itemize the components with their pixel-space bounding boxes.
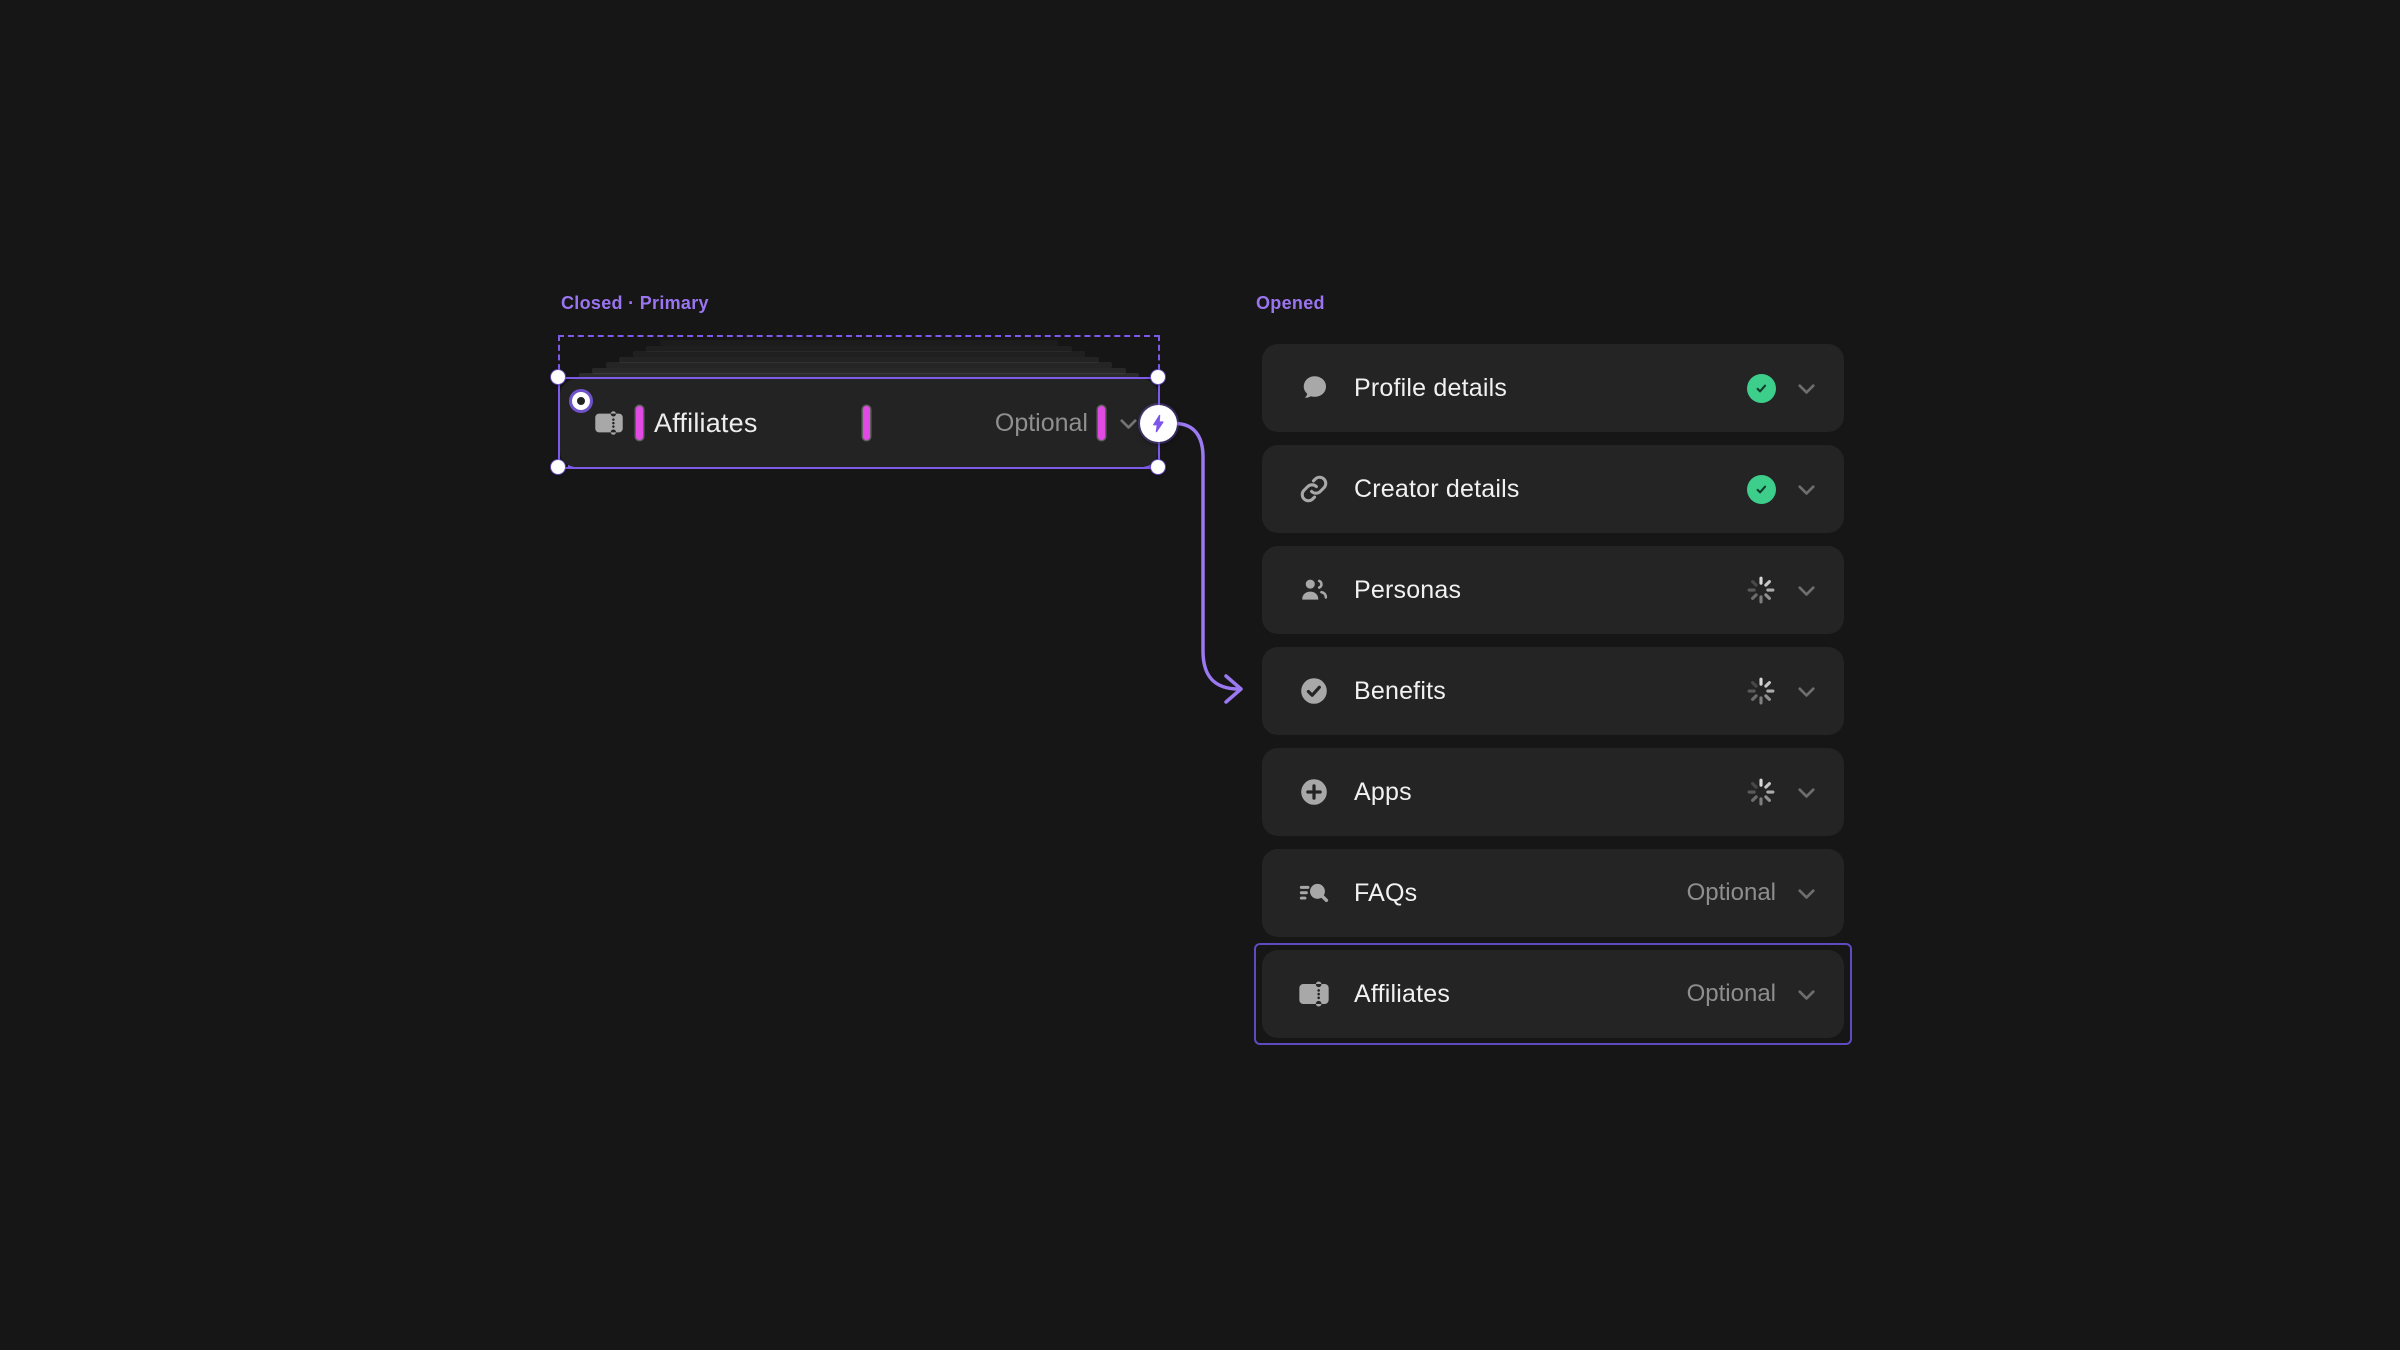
chevron-down-icon[interactable] [1793,981,1820,1008]
accordion-row-affiliates[interactable]: Affiliates Optional [1254,943,1852,1045]
row-label: Apps [1354,777,1412,806]
chevron-down-icon[interactable] [1793,880,1820,907]
text-cursor-bar [636,406,643,440]
row-label: Affiliates [1354,979,1451,1008]
row-label: FAQs [1354,878,1418,907]
ghost-stack [560,340,1158,380]
prototype-flow-arrow [1173,421,1243,704]
closed-accordion-card[interactable]: Affiliates Optional [560,379,1158,467]
row-label: Personas [1354,575,1462,604]
component-prop-dot[interactable] [572,392,590,410]
lightning-bolt-icon [1148,413,1169,434]
accordion-row-creator-details[interactable]: Creator details [1262,445,1844,533]
chevron-down-icon[interactable] [1115,410,1142,437]
row-label: Profile details [1354,373,1508,402]
row-label: Benefits [1354,676,1446,705]
chevron-down-icon[interactable] [1793,779,1820,806]
row-label: Creator details [1354,474,1520,503]
complete-check-icon [1747,373,1776,403]
accordion-rows: Profile details Creator details [1254,344,1852,1051]
selection-handle-bottom-left[interactable] [551,460,565,474]
opened-variant-label: Opened [1256,293,1325,313]
loading-spinner-icon [1746,777,1776,807]
selection-handle-bottom-right[interactable] [1151,460,1165,474]
complete-check-icon [1747,474,1776,504]
chevron-down-icon[interactable] [1793,678,1820,705]
chevron-down-icon[interactable] [1793,476,1820,503]
ticket-icon [594,408,624,438]
optional-badge-text: Optional [1686,879,1776,906]
text-cursor-bar [1098,406,1105,440]
accordion-row-profile-details[interactable]: Profile details [1262,344,1844,432]
selection-handle-top-left[interactable] [551,370,565,384]
plus-circle-icon [1298,776,1330,808]
accordion-row-apps[interactable]: Apps [1262,748,1844,836]
optional-badge-text: Optional [994,408,1088,437]
check-circle-icon [1298,675,1330,707]
loading-spinner-icon [1746,575,1776,605]
chevron-down-icon[interactable] [1793,375,1820,402]
accordion-row-benefits[interactable]: Benefits [1262,647,1844,735]
optional-badge-text: Optional [1686,980,1776,1007]
chat-bubble-icon [1298,372,1330,404]
accordion-row-personas[interactable]: Personas [1262,546,1844,634]
interaction-bolt-badge[interactable] [1140,405,1177,442]
chevron-down-icon[interactable] [1793,577,1820,604]
ticket-icon [1298,978,1330,1010]
card-label: Affiliates [654,408,758,438]
faq-search-icon [1298,877,1330,909]
loading-spinner-icon [1746,676,1776,706]
link-icon [1298,473,1330,505]
selection-handle-top-right[interactable] [1151,370,1165,384]
text-cursor-bar [863,406,870,440]
closed-variant-label: Closed · Primary [561,293,709,313]
people-icon [1298,574,1330,606]
accordion-row-faqs[interactable]: FAQs Optional [1262,849,1844,937]
